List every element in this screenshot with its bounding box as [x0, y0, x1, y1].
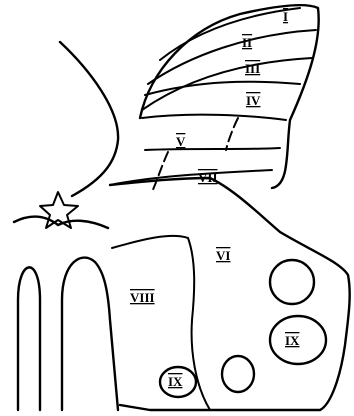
- anterior-median-fissure: [18, 267, 40, 410]
- label-lamina-IX-lateral: IX: [285, 333, 300, 348]
- lamina-divider-dash-1: [152, 152, 168, 192]
- central-canal-star: [40, 192, 78, 228]
- label-lamina-VI: VI: [216, 248, 230, 263]
- label-lamina-I: I: [283, 9, 288, 24]
- dorsal-column-outline: [60, 42, 118, 196]
- label-lamina-IX-medial: IX: [168, 374, 183, 389]
- motor-nucleus-3: [222, 356, 254, 392]
- label-lamina-VIII: VIII: [130, 290, 155, 305]
- lamina-boundary-5: [142, 115, 286, 120]
- label-lamina-II: II: [242, 35, 252, 50]
- ventral-horn-left-wall: [62, 258, 118, 410]
- motor-nucleus-1: [270, 260, 314, 304]
- label-lamina-IV: IV: [246, 93, 261, 108]
- lamina-divider-dash-2: [226, 118, 238, 150]
- lamina-boundary-6: [145, 148, 280, 150]
- label-lamina-V: V: [176, 134, 186, 149]
- label-lamina-III: III: [245, 61, 260, 76]
- lamina-boundary-2: [148, 30, 316, 84]
- label-lamina-VII: VII: [198, 170, 218, 185]
